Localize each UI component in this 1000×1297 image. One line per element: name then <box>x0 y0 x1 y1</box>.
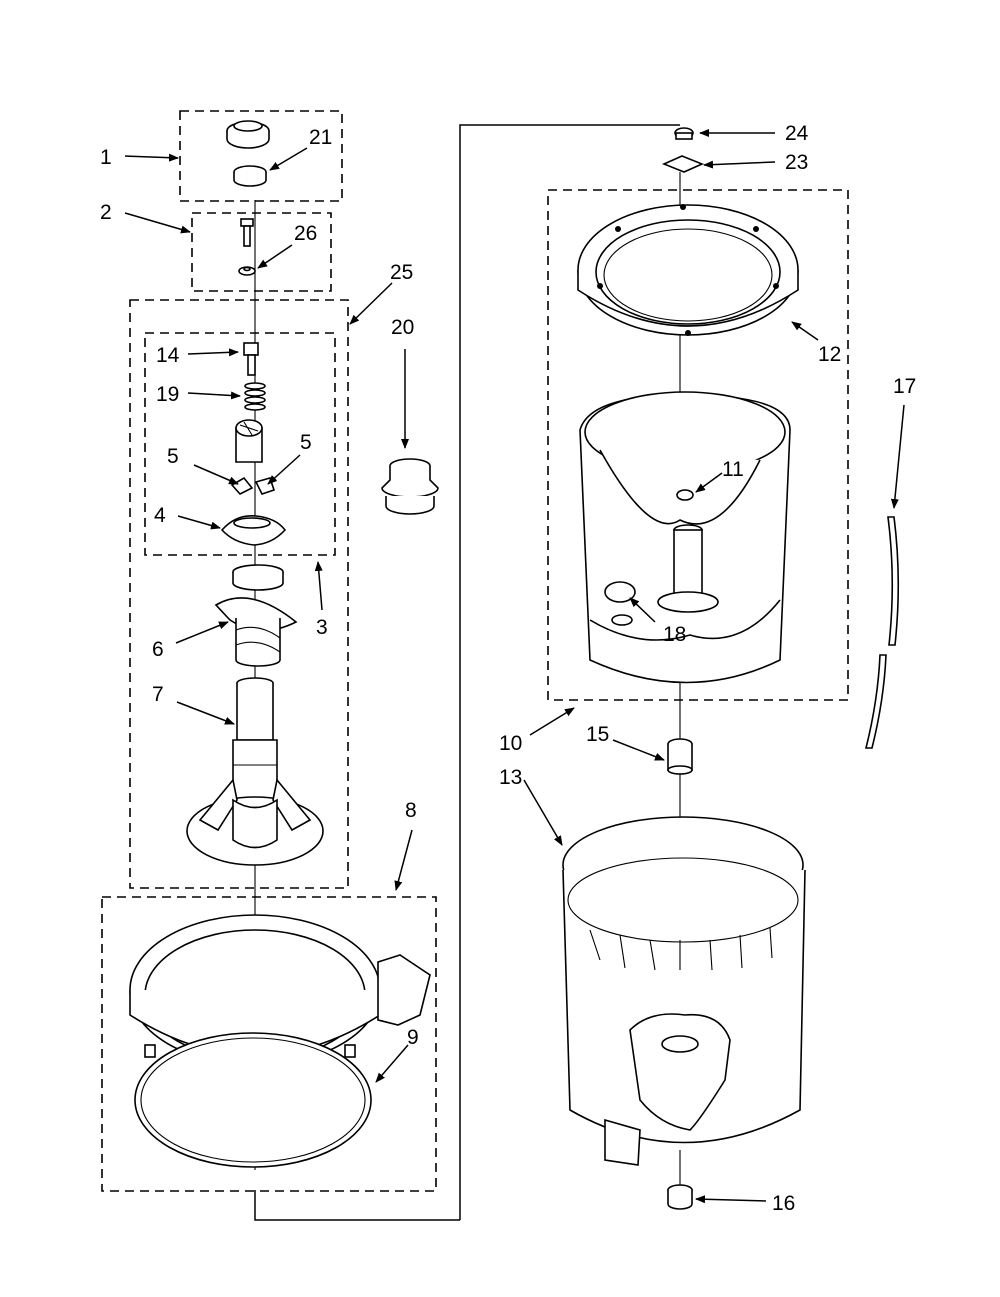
group-box-25 <box>129 299 349 889</box>
callout-17: 17 <box>893 375 916 398</box>
arrow-13 <box>523 779 563 846</box>
arrow-17 <box>890 404 905 509</box>
callout-8: 8 <box>405 799 417 822</box>
arrow-26 <box>257 244 293 269</box>
agitator-cam <box>235 419 263 463</box>
callout-5-left: 5 <box>167 445 179 468</box>
callout-10: 10 <box>499 732 522 755</box>
arrow-5-right <box>267 454 301 485</box>
callout-1: 1 <box>100 146 112 169</box>
callout-16: 16 <box>772 1192 795 1215</box>
callout-14: 14 <box>156 344 180 367</box>
spin-basket <box>579 391 791 684</box>
arrow-21 <box>269 147 308 171</box>
group-box-2 <box>191 212 332 292</box>
arrow-4 <box>177 515 221 530</box>
arrow-12 <box>791 321 819 341</box>
tub-gasket <box>134 1032 372 1168</box>
outer-tub <box>562 816 806 1166</box>
connector-line-bottom <box>254 1190 460 1221</box>
agitator-dogs <box>230 476 276 495</box>
callout-labels: 1 21 2 26 25 20 14 19 5 5 4 3 6 7 8 9 24… <box>100 122 916 1215</box>
callout-11: 11 <box>722 458 744 481</box>
cam-driver <box>220 514 287 546</box>
group-box-10 <box>547 189 849 701</box>
arrow-23 <box>703 160 776 169</box>
drive-block <box>667 738 693 775</box>
drain-plug <box>667 1184 693 1210</box>
callout-25: 25 <box>390 261 413 284</box>
washer <box>238 266 256 276</box>
callout-19: 19 <box>156 383 179 406</box>
cap-ring <box>233 165 267 187</box>
hose <box>864 516 900 749</box>
callout-13: 13 <box>499 766 522 789</box>
group-box-1 <box>179 110 343 202</box>
arrow-14 <box>187 348 239 357</box>
arrow-11 <box>695 472 723 493</box>
hub-clip <box>661 155 705 182</box>
callout-15: 15 <box>586 723 609 746</box>
arrow-16 <box>695 1195 767 1204</box>
arrow-6 <box>175 621 229 644</box>
arrow-3 <box>314 561 323 611</box>
callout-23: 23 <box>785 151 808 174</box>
arrow-15 <box>612 739 665 761</box>
callout-7: 7 <box>152 683 164 706</box>
arrow-2 <box>124 212 191 234</box>
arrow-25 <box>349 282 393 325</box>
cam-pin <box>243 342 259 376</box>
arrow-5-left <box>193 464 239 485</box>
connector-line-right <box>459 124 680 1220</box>
callout-5-right: 5 <box>300 431 312 454</box>
leader-arrows <box>124 129 905 1204</box>
callout-6: 6 <box>152 638 164 661</box>
tub-seal <box>381 458 439 515</box>
callout-18: 18 <box>663 623 686 646</box>
callout-12: 12 <box>818 343 841 366</box>
callout-9: 9 <box>407 1026 419 1049</box>
callout-24: 24 <box>785 122 809 145</box>
arrow-19 <box>187 391 241 400</box>
callout-21: 21 <box>309 126 332 149</box>
arrow-9 <box>375 1044 409 1083</box>
balance-ring <box>577 204 799 336</box>
agitator-cap <box>226 120 270 149</box>
agitator-base <box>186 677 324 866</box>
callout-4: 4 <box>154 504 166 527</box>
auger <box>214 564 298 667</box>
callout-26: 26 <box>294 222 317 245</box>
arrow-8 <box>394 829 413 891</box>
callout-3: 3 <box>316 616 328 639</box>
group-box-8 <box>101 896 437 1192</box>
arrow-18 <box>629 597 656 623</box>
callout-20: 20 <box>391 316 414 339</box>
arrow-7 <box>176 701 235 725</box>
group-box-3 <box>144 332 336 556</box>
callout-2: 2 <box>100 201 112 224</box>
spin-nut <box>674 127 694 140</box>
bolt <box>240 218 254 247</box>
arrow-10 <box>529 707 575 736</box>
spring <box>244 382 266 411</box>
arrow-1 <box>124 153 179 162</box>
